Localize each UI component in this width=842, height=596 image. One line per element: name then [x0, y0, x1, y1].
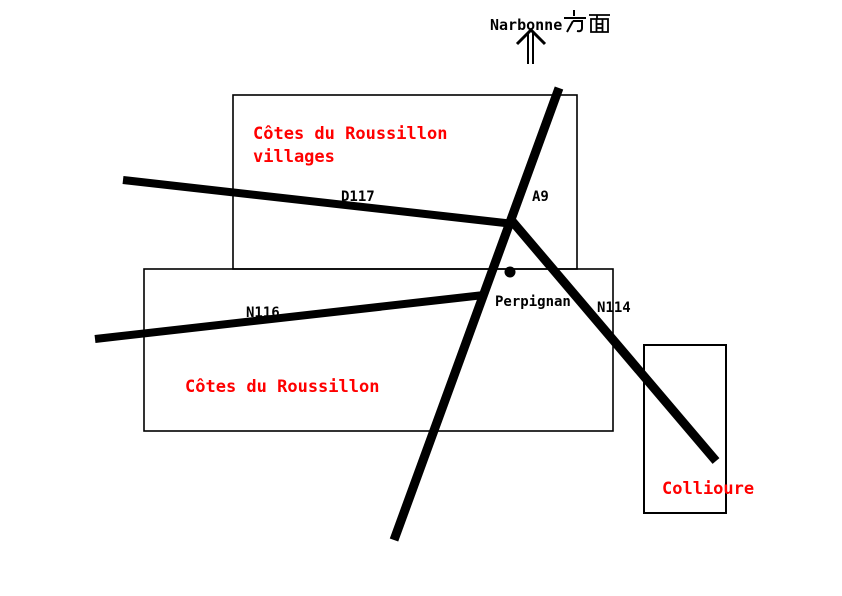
- kanji-houmen: [564, 10, 610, 33]
- road-label-a9: A9: [532, 189, 549, 205]
- region-label-villages-line2: villages: [253, 147, 335, 167]
- road-label-d117: D117: [341, 189, 375, 205]
- road-n116: [94, 291, 485, 343]
- region-box-collioure: [643, 344, 727, 514]
- road-label-n114: N114: [597, 300, 631, 316]
- region-label-collioure: Collioure: [662, 479, 754, 499]
- road-n114: [508, 218, 720, 464]
- perpignan-city-dot: [504, 266, 516, 278]
- region-label-roussillon: Côtes du Roussillon: [185, 377, 379, 397]
- city-label-perpignan: Perpignan: [495, 294, 571, 310]
- destination-label-narbonne: Narbonne: [490, 16, 562, 34]
- road-d117: [122, 176, 515, 228]
- road-a9: [389, 86, 564, 542]
- region-box-cotes-du-roussillon: [143, 268, 614, 432]
- kanji-men-stroke: [589, 14, 610, 33]
- region-label-villages-line1: Côtes du Roussillon: [253, 124, 447, 144]
- up-arrow-icon: [515, 27, 547, 64]
- kanji-hou-stroke: [564, 10, 586, 33]
